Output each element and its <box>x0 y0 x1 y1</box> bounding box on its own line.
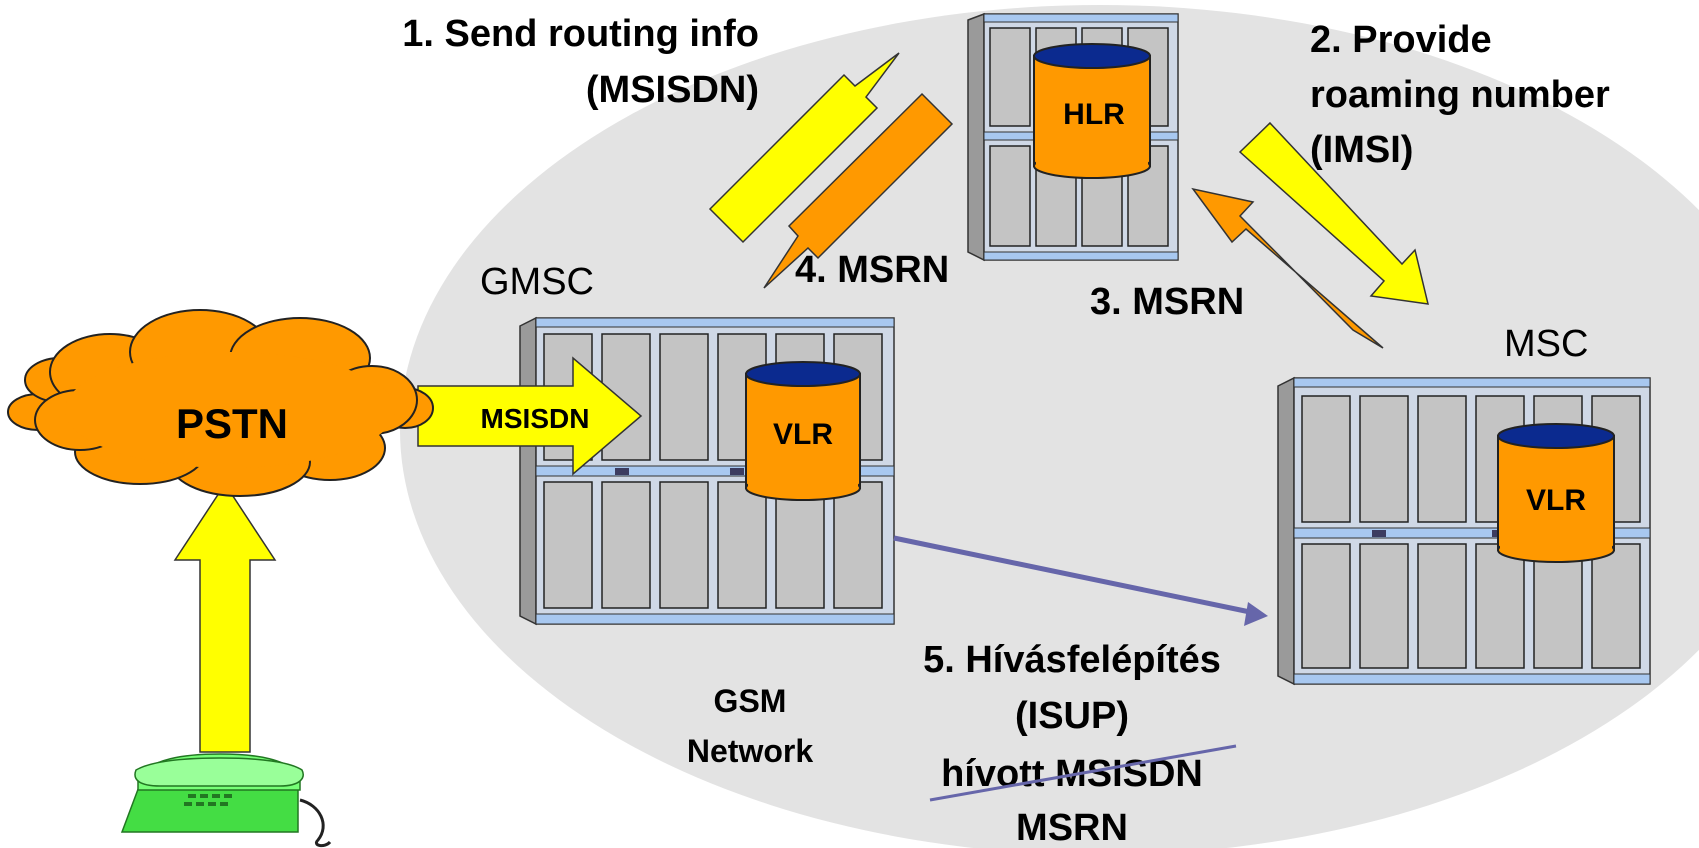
msisdn-arrow-label: MSISDN <box>481 403 590 434</box>
msc-label: MSC <box>1504 323 1588 365</box>
hlr-database-icon <box>1033 43 1151 179</box>
step1-label-line1: 1. Send routing info <box>402 13 759 55</box>
step4-label: 4. MSRN <box>795 249 949 291</box>
step4-msrn-arrow <box>763 92 954 289</box>
step5-label-line1: 5. Hívásfelépítés <box>923 639 1221 681</box>
step3-msrn-arrow <box>1191 187 1384 349</box>
phone-to-pstn-arrow <box>173 482 277 753</box>
telephone-icon <box>120 753 332 848</box>
step2-label-line2: roaming number <box>1310 74 1610 116</box>
step1-send-routing-info-arrow <box>708 52 900 244</box>
gmsc-vlr-database-icon <box>745 361 861 501</box>
msisdn-pstn-to-gmsc-arrow <box>417 356 643 476</box>
gmsc-vlr-label: VLR <box>773 418 833 451</box>
step3-label: 3. MSRN <box>1090 281 1244 323</box>
gsm-network-label-line2: Network <box>687 733 813 769</box>
pstn-cloud-icon <box>7 309 434 497</box>
step2-label-line3: (IMSI) <box>1310 129 1413 171</box>
hlr-label: HLR <box>1063 98 1125 131</box>
step2-provide-roaming-number-arrow <box>1238 121 1429 305</box>
gmsc-label: GMSC <box>480 261 594 303</box>
gsm-network-label-line1: GSM <box>714 683 787 719</box>
msisdn-strikethrough-line <box>929 744 1237 802</box>
step5-label-line2: (ISUP) <box>1015 695 1129 737</box>
step5-label-line4: MSRN <box>1016 807 1128 848</box>
step2-label-line1: 2. Provide <box>1310 19 1492 61</box>
step5-call-setup-connector <box>893 535 1268 626</box>
pstn-label: PSTN <box>176 400 288 447</box>
msc-vlr-label: VLR <box>1526 484 1586 517</box>
step1-label-line2: (MSISDN) <box>586 69 759 111</box>
msc-vlr-database-icon <box>1497 423 1615 563</box>
